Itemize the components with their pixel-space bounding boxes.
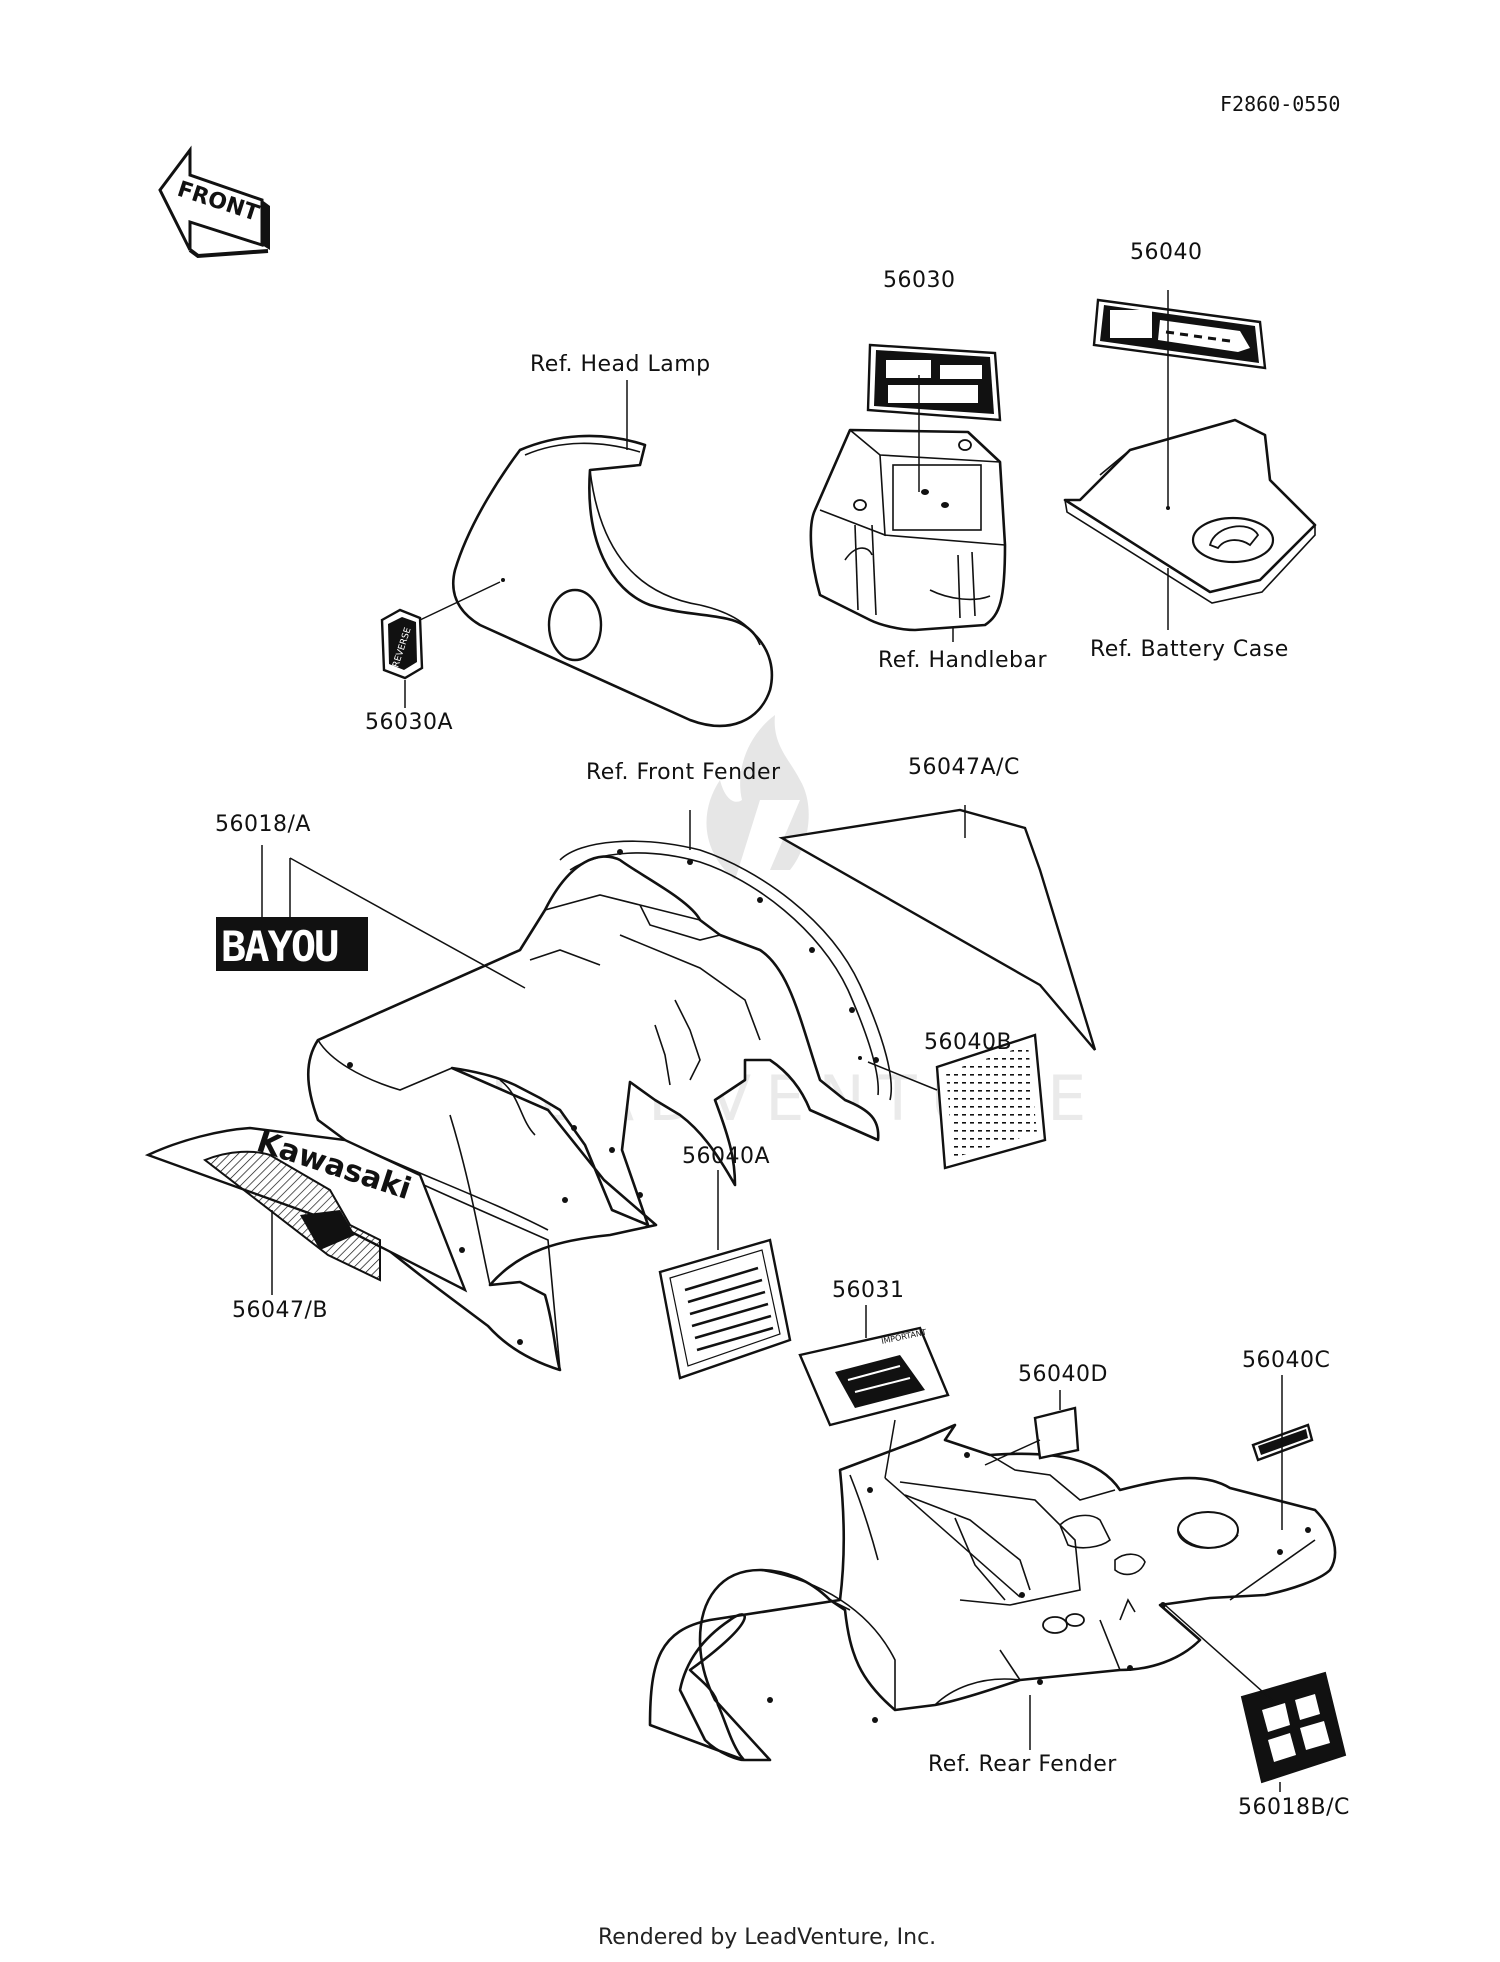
label-ref-handlebar: Ref. Handlebar [878,648,1048,673]
part-56018a[interactable]: 56018/A [215,812,311,837]
part-56040a[interactable]: 56040A [682,1144,771,1169]
part-56030a[interactable]: 56030A [365,710,454,735]
decal-56031: IMPORTANT [798,1326,950,1427]
part-56040b[interactable]: 56040B [924,1030,1013,1055]
decal-56030a: REVERSE [380,608,424,680]
front-fender [306,840,893,1372]
front-arrow-icon: FRONT [158,145,270,259]
part-56018bc[interactable]: 56018B/C [1238,1795,1350,1820]
decal-56040 [1092,298,1267,370]
decal-56040d [1033,1406,1080,1460]
part-56047b[interactable]: 56047/B [232,1298,328,1323]
footer-credit: Rendered by LeadVenture, Inc. [598,1925,937,1950]
part-56030[interactable]: 56030 [883,268,956,293]
part-56047ac[interactable]: 56047A/C [908,755,1020,780]
label-ref-front-fender: Ref. Front Fender [586,760,781,785]
battery-case [1063,418,1317,604]
decal-56030 [866,343,1002,422]
part-56040d[interactable]: 56040D [1018,1362,1108,1387]
rear-fender [648,1423,1337,1762]
part-56031[interactable]: 56031 [832,1278,905,1303]
decal-56047b: Kawasaki [144,1124,468,1293]
decal-56040a [658,1238,792,1380]
decal-56047ac [778,808,1097,1051]
decal-56040b [935,1033,1047,1170]
part-56040c[interactable]: 56040C [1242,1348,1331,1373]
bayou-decal-text: BAYOU [221,922,338,971]
label-ref-battery-case: Ref. Battery Case [1090,637,1289,662]
decal-56018bc [1240,1671,1347,1784]
handlebar-cover [809,428,1007,632]
decal-56018a: BAYOU [216,917,368,971]
part-56040[interactable]: 56040 [1130,240,1203,265]
label-ref-head-lamp: Ref. Head Lamp [530,352,711,377]
head-lamp-cover [451,434,774,728]
label-ref-rear-fender: Ref. Rear Fender [928,1752,1117,1777]
diagram-code: F2860-0550 [1220,92,1341,116]
